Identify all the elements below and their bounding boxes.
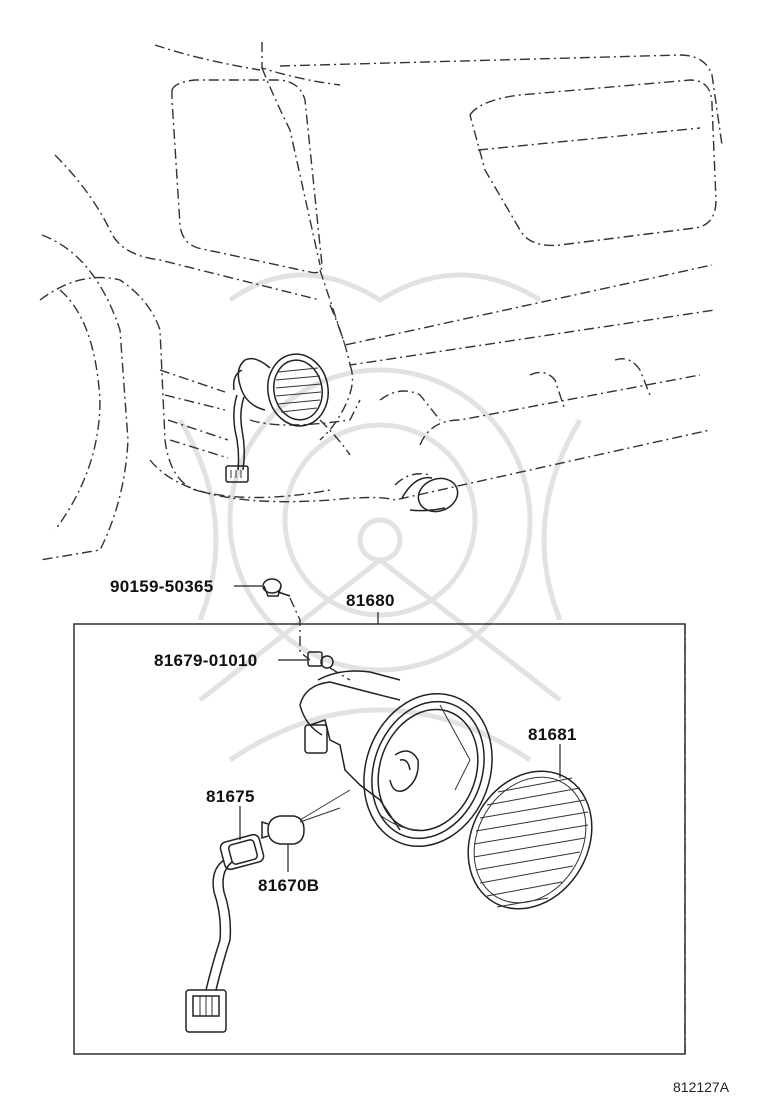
label-socket: 81675 (206, 787, 255, 806)
label-clip: 81679-01010 (154, 651, 258, 670)
fog-lamp-housing (299, 670, 493, 848)
installed-fog-lamp (225, 353, 329, 483)
watermark-emblem (177, 272, 583, 763)
label-lens: 81681 (528, 725, 577, 744)
screw-drawing (262, 578, 311, 661)
fog-lamp-lens (467, 770, 593, 910)
callout-leaders (234, 585, 561, 872)
diagram-code: 812127A (673, 1079, 730, 1095)
label-bulb: 81670B (258, 876, 319, 895)
label-screw: 90159-50365 (110, 577, 214, 596)
exhaust-tip (401, 476, 459, 513)
bulb-drawing (261, 807, 341, 845)
clip-drawing (307, 651, 351, 681)
vehicle-rear-outline (39, 42, 723, 561)
assembly-bracket-box (73, 623, 686, 1055)
socket-harness (185, 833, 265, 1033)
label-assembly: 81680 (346, 591, 395, 610)
